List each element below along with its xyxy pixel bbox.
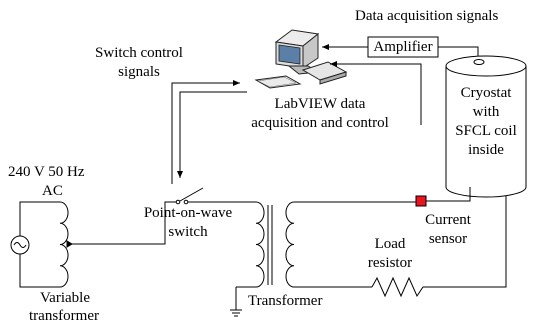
current-sensor: [415, 195, 427, 207]
load-resistor-icon: [371, 276, 428, 298]
transformer-icon: [255, 201, 295, 288]
ac-source-icon: [10, 235, 30, 255]
cryostat-to-amplifier-line: [438, 46, 479, 57]
current-sensor-label-2: sensor: [428, 231, 468, 247]
amplifier-label: Amplifier: [373, 39, 433, 55]
transformer-label: Transformer: [248, 293, 323, 309]
data-acquisition-signals-label: Data acquisition signals: [355, 8, 499, 24]
cryostat-label-1: Cryostat: [460, 85, 512, 101]
ground-icon: [230, 309, 242, 317]
cryostat-label-3: SFCL coil: [455, 123, 517, 139]
variable-transformer-label-1: Variable: [40, 290, 90, 306]
computer-to-switch-arrow: [177, 91, 247, 178]
switch-control-label-1: Switch control: [95, 45, 183, 61]
sensor-to-computer-arrow: [330, 61, 422, 125]
point-on-wave-label-1: Point-on-wave: [143, 205, 233, 221]
point-on-wave-label-2: switch: [168, 224, 208, 240]
cryostat-cylinder: [445, 55, 527, 198]
switch-control-label-2: signals: [118, 64, 160, 80]
load-resistor-label-1: Load: [374, 236, 406, 252]
labview-label-1: LabVIEW data: [274, 96, 366, 112]
variable-transformer-icon: [59, 201, 82, 288]
computer-icon: [254, 29, 348, 89]
variable-transformer-label-2: transformer: [29, 308, 99, 324]
source-label-1: 240 V 50 Hz: [8, 164, 85, 180]
labview-label-2: acquisition and control: [251, 115, 389, 131]
cryostat-label-4: inside: [468, 142, 504, 158]
switch-to-computer-arrow: [171, 80, 240, 184]
load-resistor-label-2: resistor: [367, 255, 413, 271]
current-sensor-label-1: Current: [425, 212, 471, 228]
cryostat-label-2: with: [472, 104, 500, 120]
point-on-wave-switch-icon: [175, 187, 204, 205]
source-label-2: AC: [42, 183, 63, 199]
